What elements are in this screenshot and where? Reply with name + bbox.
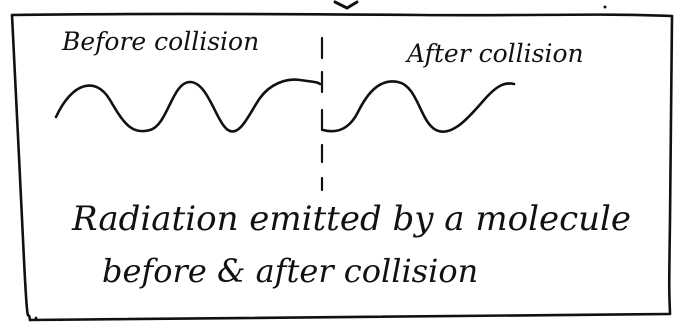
frame-left (10, 13, 32, 322)
corner-dot (603, 5, 607, 9)
frame-bottom (28, 312, 672, 322)
top-tick-mark (333, 0, 359, 10)
frame (10, 12, 674, 322)
label-after-collision: After collision (405, 39, 584, 68)
caption-line-1: Radiation emitted by a molecule (71, 199, 631, 239)
wave-before (54, 78, 322, 133)
stray-dot (34, 316, 38, 320)
stray-dot-2 (58, 318, 62, 322)
caption-line-2: before & after collision (102, 252, 478, 290)
frame-top (10, 12, 674, 18)
label-before-collision: Before collision (61, 27, 259, 56)
frame-right (667, 14, 674, 315)
wave-after (321, 80, 516, 133)
